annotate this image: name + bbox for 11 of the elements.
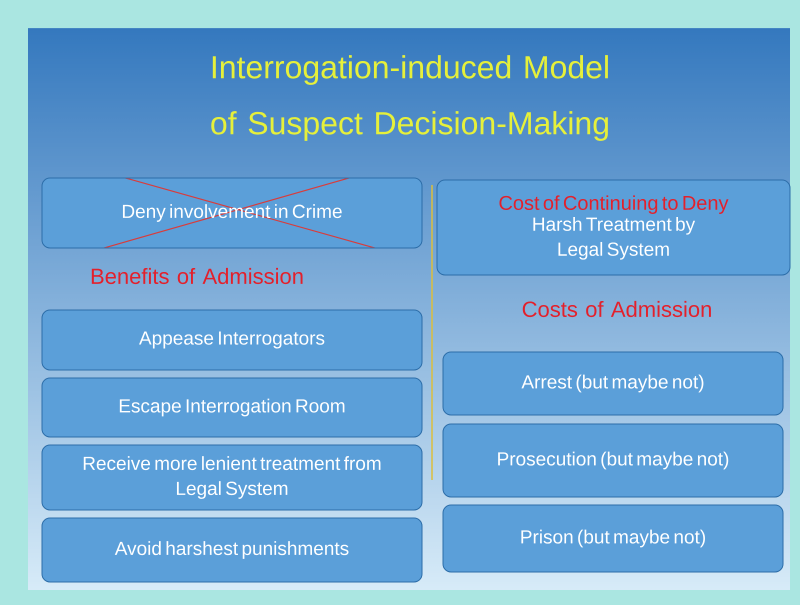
section-heading: Costs of Admission bbox=[522, 300, 711, 318]
section-heading: Benefits of Admission bbox=[92, 268, 303, 284]
text-box: Receive more lenient treatment from Legal System bbox=[42, 444, 422, 510]
text-box: Appease Interrogators bbox=[42, 310, 422, 370]
text-box: Cost of Continuing to Deny Harsh Treatment by Legal System bbox=[436, 180, 790, 276]
text-box: Avoid harshest punishments bbox=[42, 518, 422, 582]
text-box: Arrest (but maybe not) bbox=[442, 352, 784, 416]
text-box: Prison (but maybe not) bbox=[442, 504, 784, 572]
title: Interrogation-induced Model of Suspect Decision-Making bbox=[211, 55, 608, 141]
text-box: Prosecution (but maybe not) bbox=[442, 424, 784, 498]
text-box: Escape Interrogation Room bbox=[42, 378, 422, 438]
